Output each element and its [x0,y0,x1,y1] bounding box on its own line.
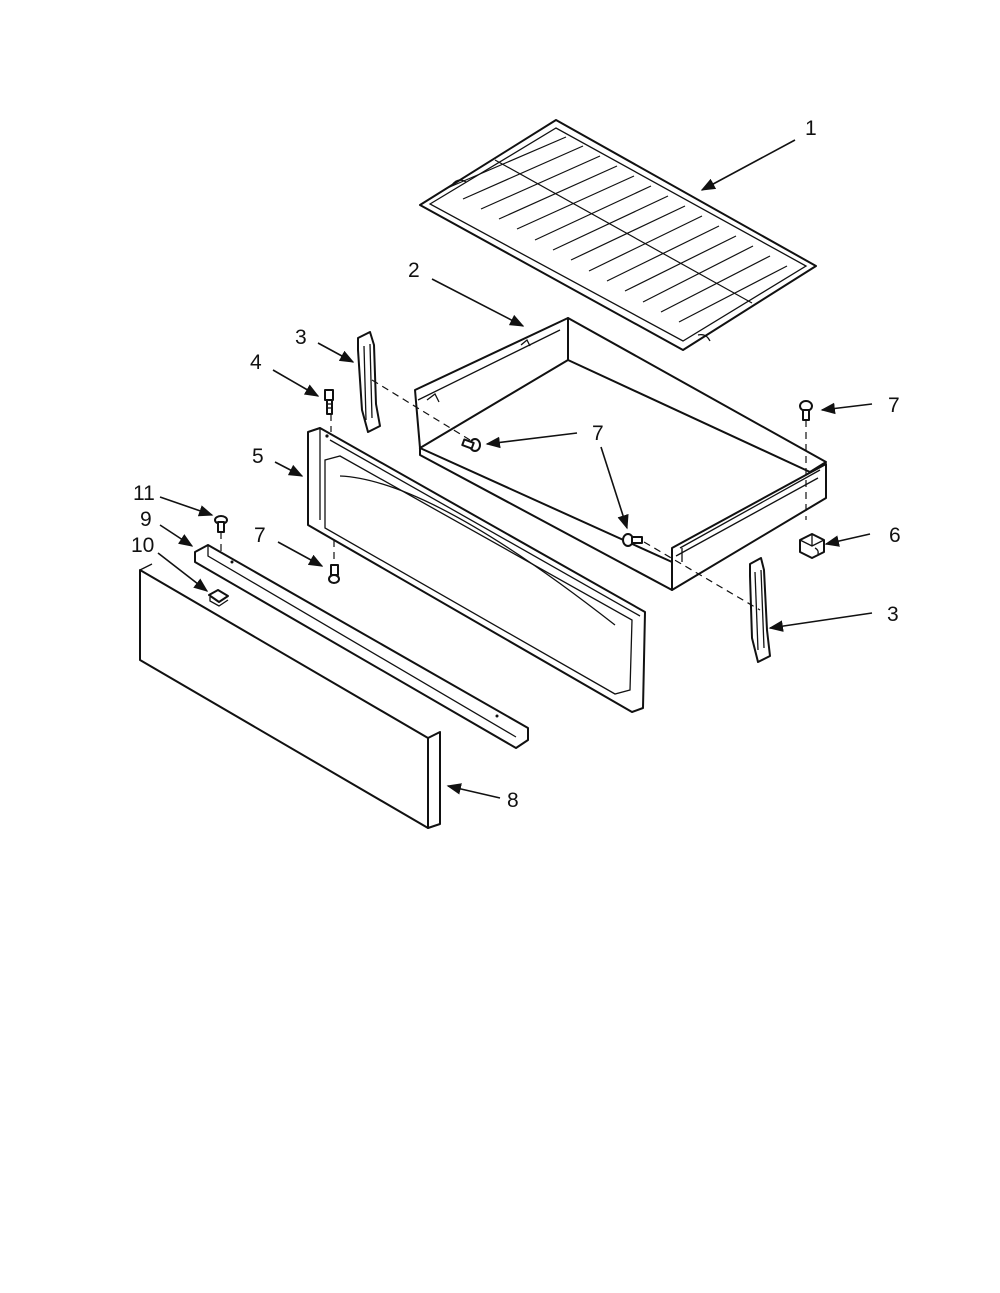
callout-7-right: 7 [888,394,900,417]
callout-3-left: 3 [295,326,307,349]
screw-7-drawer-side [461,438,481,452]
clip [208,589,229,607]
screw-7-panel [328,540,340,584]
callout-11: 11 [133,482,155,505]
callout-4: 4 [250,351,262,374]
callout-8: 8 [507,789,519,812]
callout-7-center: 7 [592,422,604,445]
drawer-body [414,317,827,591]
callout-6: 6 [889,524,901,547]
callout-2: 2 [408,259,420,282]
outer-drawer-front [139,563,441,829]
callout-3-right: 3 [887,603,899,626]
nut-bumper [799,533,825,559]
callout-9: 9 [140,508,152,531]
drawer-slide-left [357,331,381,433]
rack-wires [444,136,788,323]
callout-5: 5 [252,445,264,468]
callout-1: 1 [805,117,817,140]
oven-rack [419,119,817,351]
screw-11 [214,515,228,552]
screw-7-drawer-right [799,400,813,520]
drawer-front-panel [307,427,646,713]
callout-10: 10 [131,534,154,557]
screw-7-slide [622,533,643,547]
callout-7-panel: 7 [254,524,266,547]
trim-strip [194,544,529,749]
stud [324,389,334,415]
